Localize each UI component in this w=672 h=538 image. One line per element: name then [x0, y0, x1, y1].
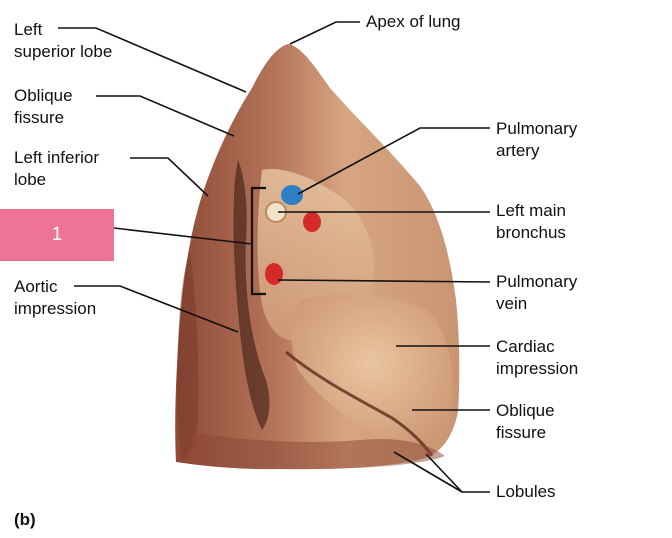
- badge-1: 1: [0, 209, 114, 261]
- label-left-main-bronchus-2: bronchus: [496, 223, 566, 242]
- label-pulmonary-artery-1: Pulmonary: [496, 119, 578, 138]
- label-oblique-fissure-left-2: fissure: [14, 108, 65, 127]
- label-cardiac-impression-1: Cardiac: [496, 337, 555, 356]
- oblique-fissure-line: [285, 350, 434, 457]
- label-pulmonary-artery-2: artery: [496, 141, 540, 160]
- label-apex-of-lung: Apex of lung: [366, 12, 461, 31]
- leader-lines-right: [277, 21, 491, 493]
- vein-shape-upper: [303, 212, 321, 232]
- label-cardiac-impression-2: impression: [496, 359, 579, 378]
- label-oblique-fissure-left-1: Oblique: [14, 86, 73, 105]
- label-left-superior-lobe-1: Left: [14, 20, 43, 39]
- label-pulmonary-vein-1: Pulmonary: [496, 272, 578, 291]
- label-oblique-fissure-right-2: fissure: [496, 423, 547, 442]
- label-pulmonary-vein-2: vein: [496, 294, 528, 313]
- label-left-superior-lobe-2: superior lobe: [14, 42, 113, 61]
- label-left-main-bronchus-1: Left main: [496, 201, 566, 220]
- label-lobules: Lobules: [496, 482, 556, 501]
- label-aortic-impression-2: impression: [14, 299, 97, 318]
- label-left-inferior-lobe-1: Left inferior: [14, 148, 100, 167]
- label-left-inferior-lobe-2: lobe: [14, 170, 47, 189]
- lateral-shadow: [177, 250, 199, 460]
- label-oblique-fissure-right-1: Oblique: [496, 401, 555, 420]
- label-aortic-impression-1: Aortic: [14, 277, 58, 296]
- hilum-bracket: [250, 186, 266, 296]
- panel-label: (b): [14, 510, 36, 529]
- leader-lines-left: [58, 27, 253, 333]
- lobules-region: [178, 430, 445, 470]
- aortic-groove: [233, 160, 270, 430]
- artery-shape: [281, 185, 303, 205]
- vein-shape-lower: [265, 263, 283, 285]
